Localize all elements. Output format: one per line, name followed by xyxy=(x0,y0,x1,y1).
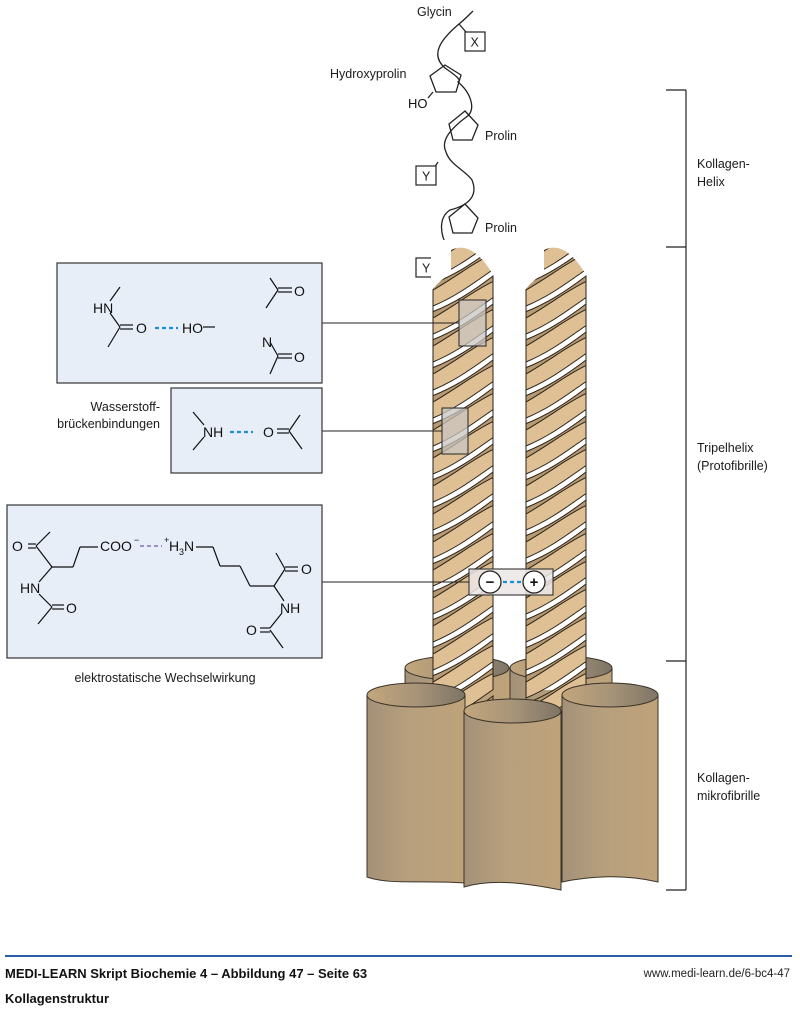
plus-charge-icon xyxy=(522,570,546,594)
o-label: O xyxy=(294,283,305,299)
ammonium-subscript: 3 xyxy=(179,547,184,557)
minus-charge-icon xyxy=(478,570,502,594)
microfibril-cylinder-right xyxy=(561,682,659,883)
y-residue-box-1 xyxy=(415,165,437,186)
bracket-label-microfibril-2: mikrofibrille xyxy=(697,789,760,803)
o-label: O xyxy=(246,622,257,638)
prolin-label-1: Prolin xyxy=(485,129,517,143)
plus-charge-label: + xyxy=(530,574,539,591)
microfibril-cylinder-middle xyxy=(463,698,562,891)
minus-charge-label: − xyxy=(486,574,495,591)
x-residue-box xyxy=(464,31,486,52)
carboxylate-label: COO xyxy=(100,538,132,554)
ionic-caption: elektrostatische Wechselwirkung xyxy=(74,671,255,685)
triple-helix-right xyxy=(524,240,588,710)
hn-label: HN xyxy=(20,580,40,596)
microfibril-front-row xyxy=(366,682,659,891)
nh-label: NH xyxy=(280,600,300,616)
prolin-label-2: Prolin xyxy=(485,221,517,235)
prolin-ring-1 xyxy=(448,110,479,141)
ammonium-h-label: H xyxy=(169,538,179,554)
glycin-label: Glycin xyxy=(417,5,452,19)
o-label: O xyxy=(301,561,312,577)
bracket-label-microfibril-1: Kollagen- xyxy=(697,771,750,785)
o-label: O xyxy=(136,320,147,336)
o-label: O xyxy=(294,349,305,365)
helix-strand-back xyxy=(525,240,536,245)
o-label: O xyxy=(263,424,274,440)
hydroxyl-label: HO xyxy=(408,96,428,111)
ionic-box: O COO − + H 3 N HN O O NH O elektrostati… xyxy=(6,504,323,685)
bracket-label-helix-2: Helix xyxy=(697,175,726,189)
scale-brackets xyxy=(666,89,687,891)
hydroxyprolin-label: Hydroxyprolin xyxy=(330,67,406,81)
microfibril-cylinder-left xyxy=(366,682,466,884)
hbond-highlight-2 xyxy=(441,407,469,455)
bracket-label-tripelhelix-1: Tripelhelix xyxy=(697,441,754,455)
hbond-highlight-1 xyxy=(458,299,487,347)
hydroxyprolin-ring xyxy=(427,64,462,99)
hbond-box-1: HN O HO O N O xyxy=(56,262,323,384)
hbond-caption-line1: Wasserstoff- xyxy=(91,400,160,414)
ho-label: HO xyxy=(182,320,203,336)
footer-title: MEDI-LEARN Skript Biochemie 4 – Abbildun… xyxy=(5,966,368,981)
ammonium-n-label: N xyxy=(184,538,194,554)
y-residue-label-2: Y xyxy=(422,262,431,276)
footer-subtitle: Kollagenstruktur xyxy=(5,991,110,1006)
footer-divider xyxy=(5,955,792,957)
y-residue-label-1: Y xyxy=(422,170,431,184)
hbond-box-2: Wasserstoff- brückenbindungen NH O xyxy=(57,387,323,474)
nh-label: NH xyxy=(203,424,223,440)
carboxylate-charge: − xyxy=(134,535,139,545)
o-label: O xyxy=(66,600,77,616)
prolin-ring-2 xyxy=(448,203,479,234)
connector-lines xyxy=(322,322,469,583)
ammonium-charge: + xyxy=(164,535,169,545)
ionic-highlight: − + xyxy=(468,568,554,596)
hbond-caption-line2: brückenbindungen xyxy=(57,417,160,431)
footer-url[interactable]: www.medi-learn.de/6-bc4-47 xyxy=(643,968,790,980)
x-residue-label: X xyxy=(471,36,480,50)
n-label: N xyxy=(262,334,272,350)
bracket-label-tripelhelix-2: (Protofibrille) xyxy=(697,459,768,473)
hn-label: HN xyxy=(93,300,113,316)
o-label: O xyxy=(12,538,23,554)
bracket-label-helix-1: Kollagen- xyxy=(697,157,750,171)
